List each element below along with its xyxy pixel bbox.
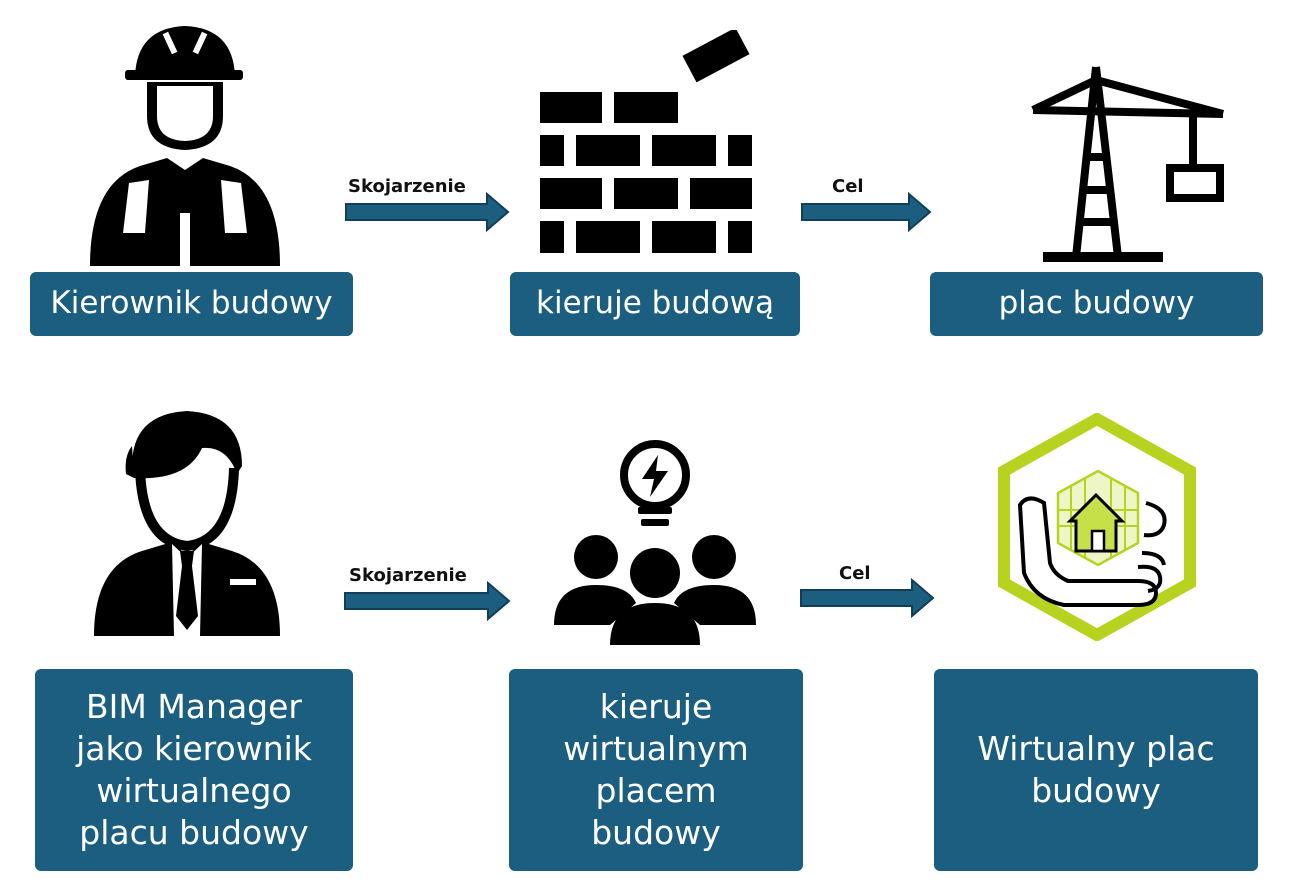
node-manages-virtual-site: kieruje wirtualnym placem budowy [509, 669, 803, 871]
business-manager-icon [94, 411, 280, 636]
node-manages-virtual-site-label: kieruje wirtualnym placem budowy [563, 687, 749, 852]
virtual-site-icon [998, 413, 1196, 641]
node-manages-construction: kieruje budową [510, 272, 800, 336]
goal-label-top: Cel [832, 176, 864, 197]
association-label-top: Skojarzenie [348, 176, 466, 197]
node-site-manager-label: Kierownik budowy [50, 285, 333, 322]
node-site-manager: Kierownik budowy [30, 272, 353, 336]
node-construction-site-label: plac budowy [998, 285, 1195, 322]
node-bim-manager-label: BIM Manager jako kierownik wirtualnego p… [76, 687, 312, 852]
node-virtual-site: Wirtualny plac budowy [934, 669, 1258, 871]
node-virtual-site-label: Wirtualny plac budowy [977, 729, 1215, 810]
construction-worker-icon [90, 26, 280, 266]
goal-arrow-bottom [800, 578, 935, 618]
goal-label-bottom: Cel [839, 563, 871, 584]
association-arrow-top [345, 192, 510, 232]
crane-icon [1031, 66, 1225, 262]
node-construction-site: plac budowy [930, 272, 1263, 336]
node-bim-manager: BIM Manager jako kierownik wirtualnego p… [35, 669, 353, 871]
team-idea-icon [554, 440, 756, 645]
goal-arrow-top [801, 192, 932, 232]
node-manages-construction-label: kieruje budową [536, 285, 774, 322]
association-label-bottom: Skojarzenie [349, 565, 467, 586]
brick-wall-icon [540, 30, 752, 253]
association-arrow-bottom [344, 581, 511, 621]
